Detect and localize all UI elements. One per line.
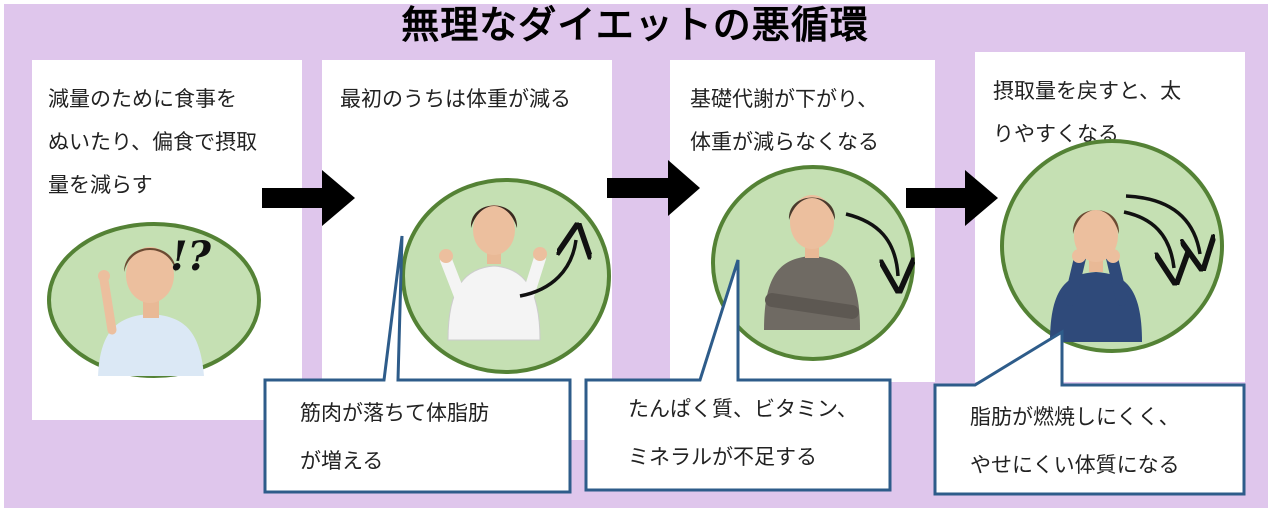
up-trend-arrow [519,240,576,298]
callout-2-line-2: ミネラルが不足する [628,445,817,469]
callout-bubble-2 [584,259,892,492]
step-3-line-2: 体重が減らなくなる [690,130,879,154]
surprise-mark: !? [170,233,212,280]
callout-1-line-2: が増える [300,449,384,473]
step-1-line-1: 減量のために食事を [48,87,237,111]
flow-arrow-3 [906,170,998,226]
down-trend-arrow-outer [1125,194,1200,254]
step-1-line-3: 量を減らす [48,173,153,197]
down-trend-arrow [845,212,898,276]
callout-2-line-1: たんぱく質、ビタミン、 [628,397,858,421]
flow-arrow-1 [262,170,355,226]
step-3-line-1: 基礎代謝が下がり、 [690,87,879,111]
person-figure-2 [439,205,547,341]
person-figure-4 [1050,210,1142,342]
person-figure-1 [98,247,204,376]
person-figure-3 [764,195,860,330]
diagram-title: 無理なダイエットの悪循環 [401,3,869,47]
step-4-line-1: 摂取量を戻すと、太 [993,79,1182,103]
callout-bubble-3 [933,329,1246,496]
flow-arrow-2 [607,160,700,216]
step-1-line-2: ぬいたり、偏食で摂取 [48,130,258,154]
down-trend-arrow-inner [1123,210,1174,268]
callout-3-line-2: やせにくい体質になる [970,453,1180,477]
step-2-line-1: 最初のうちは体重が減る [340,87,571,111]
callout-bubble-1 [263,235,572,494]
callout-1-line-1: 筋肉が落ちて体脂肪 [300,401,489,425]
callout-3-line-1: 脂肪が燃焼しにくく、 [970,405,1180,429]
